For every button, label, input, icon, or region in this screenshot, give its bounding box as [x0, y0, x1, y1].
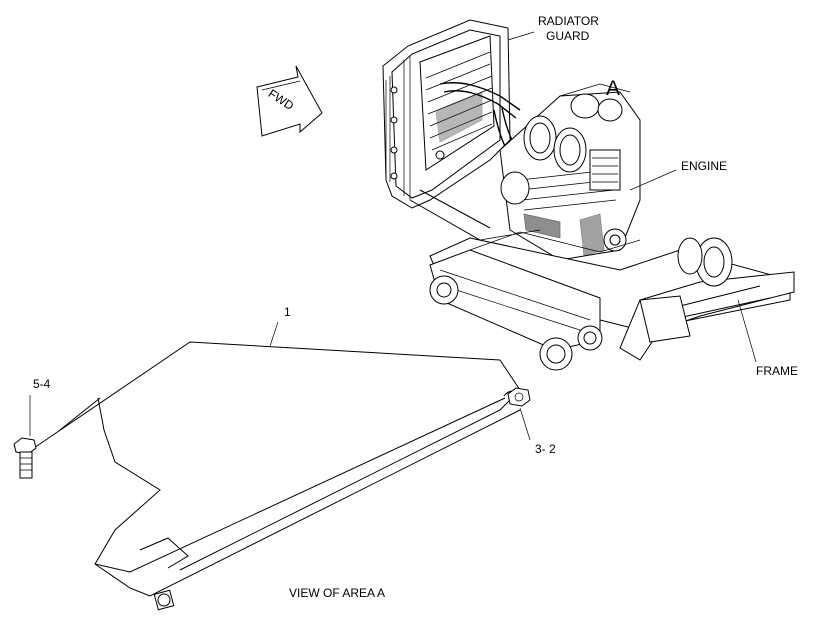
leader-radiator-guard	[507, 31, 535, 41]
view-caption: VIEW OF AREA A	[289, 586, 385, 600]
radiator-guard-label-line1: RADIATOR	[538, 14, 599, 28]
chassis-frame	[429, 229, 795, 371]
engine-assembly	[499, 83, 641, 261]
guard-plate-part-1	[13, 321, 531, 611]
frame-label: FRAME	[756, 364, 798, 378]
radiator-assembly	[382, 19, 541, 259]
leader-engine	[629, 169, 677, 191]
leader-3-2	[519, 407, 531, 441]
radiator-guard-label-line2: GUARD	[546, 29, 590, 43]
area-a-marker: A	[606, 77, 620, 100]
fwd-arrow: FWD	[256, 65, 323, 137]
part-1-label: 1	[284, 305, 291, 319]
leader-frame	[737, 299, 757, 363]
part-5-4-label: 5-4	[33, 377, 51, 391]
bolt-3-2	[507, 387, 531, 407]
engine-label: ENGINE	[681, 159, 727, 173]
leader-part-1	[269, 321, 279, 347]
bolt-5-4	[13, 437, 37, 479]
part-3-2-label: 3- 2	[535, 442, 556, 456]
